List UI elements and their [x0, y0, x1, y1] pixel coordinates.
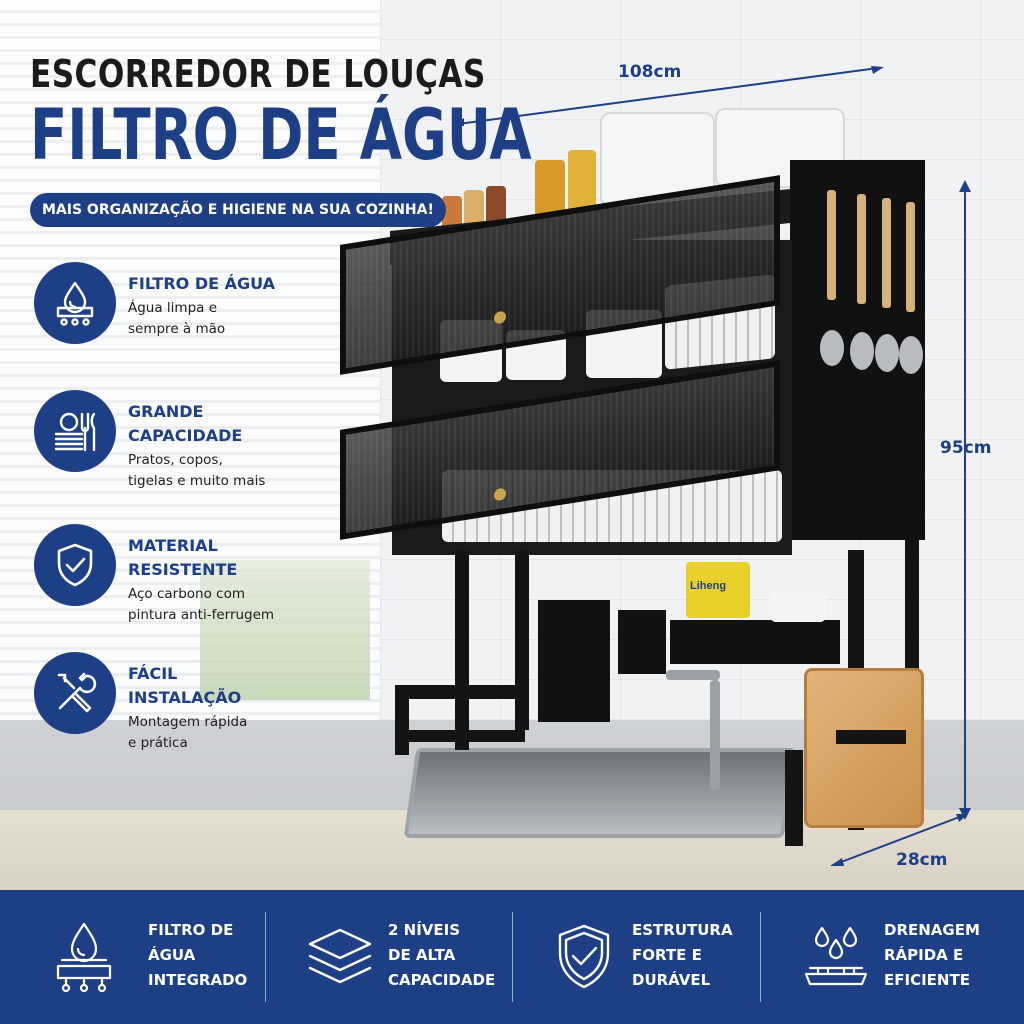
divider — [512, 912, 513, 1002]
utensil-handle — [882, 198, 891, 308]
bottom-feature-label: FILTRO DE ÁGUA INTEGRADO — [148, 921, 248, 989]
cutting-board — [804, 668, 924, 828]
lower-crossbar — [395, 685, 525, 699]
feature-title: FILTRO DE ÁGUA — [128, 274, 276, 293]
tagline-badge: MAIS ORGANIZAÇÃO E HIGIENE NA SUA COZINH… — [30, 193, 446, 227]
bottom-feature-label: 2 NÍVEIS DE ALTA CAPACIDADE — [388, 921, 496, 989]
skimmer-head — [875, 334, 899, 372]
feature-description: Pratos, copos, tigelas e muito mais — [128, 452, 266, 489]
depth-label: 28cm — [896, 850, 948, 870]
utensil-handle — [906, 202, 915, 312]
shield-check-icon — [558, 924, 610, 989]
title-line-1: ESCORREDOR DE LOUÇAS — [30, 52, 486, 96]
sponge — [770, 592, 826, 622]
feature-title: MATERIAL RESISTENTE — [128, 536, 238, 579]
bottom-feature-label: DRENAGEM RÁPIDA E EFICIENTE — [884, 921, 980, 989]
feature-title: GRANDE CAPACIDADE — [128, 402, 243, 445]
height-label: 95cm — [940, 438, 992, 458]
rack-leg — [455, 550, 469, 750]
feature-title: FÁCIL INSTALAÇÃO — [128, 664, 242, 707]
ladle-head — [820, 330, 844, 366]
bottom-feature-item: ESTRUTURA FORTE E DURÁVEL — [500, 890, 756, 1024]
title-line-2: FILTRO DE ÁGUA — [30, 94, 532, 176]
chopstick-holder — [618, 610, 666, 674]
shield-check-icon — [34, 524, 116, 606]
lower-crossbar — [395, 730, 525, 742]
slotted-spoon-head — [899, 336, 923, 374]
sponge-tray — [670, 620, 840, 664]
bottle-brand: Liheng — [690, 580, 727, 592]
depth-dimension-arrow — [830, 814, 968, 866]
layers-icon — [308, 928, 372, 984]
cutlery-holder — [538, 600, 610, 722]
bottom-feature-item: DRENAGEM RÁPIDA E EFICIENTE — [752, 890, 1008, 1024]
divider — [760, 912, 761, 1002]
feature-description: Montagem rápida e prática — [128, 714, 248, 751]
bottom-feature-item: FILTRO DE ÁGUA INTEGRADO — [0, 890, 256, 1024]
bottom-feature-item: 2 NÍVEIS DE ALTA CAPACIDADE — [256, 890, 512, 1024]
window-garden-view — [200, 560, 370, 700]
tools-icon — [34, 652, 116, 734]
dishes-icon — [34, 390, 116, 472]
faucet — [710, 680, 720, 790]
drainage-icon — [804, 926, 868, 986]
width-label: 108cm — [618, 62, 682, 82]
utensil-handle — [827, 190, 836, 300]
board-holder — [836, 730, 906, 744]
spatula-head — [850, 332, 874, 370]
dish-rack-product: Liheng — [330, 108, 930, 850]
divider — [265, 912, 266, 1002]
detergent-bottle: Liheng — [686, 562, 750, 618]
faucet-spout — [666, 670, 720, 680]
bottom-feature-label: ESTRUTURA FORTE E DURÁVEL — [632, 921, 733, 989]
feature-description: Água limpa e sempre à mão — [128, 300, 226, 337]
width-dimension-arrow — [452, 66, 884, 126]
rack-leg — [515, 550, 529, 730]
water-filter-icon — [56, 922, 112, 993]
water-filter-icon — [34, 262, 116, 344]
height-dimension-arrow — [959, 180, 971, 820]
feature-description: Aço carbono com pintura anti-ferrugem — [128, 586, 275, 623]
utensil-handle — [857, 194, 866, 304]
bottom-feature-bar: FILTRO DE ÁGUA INTEGRADO 2 NÍVEIS DE ALT… — [0, 890, 1024, 1024]
rack-leg — [785, 750, 803, 846]
